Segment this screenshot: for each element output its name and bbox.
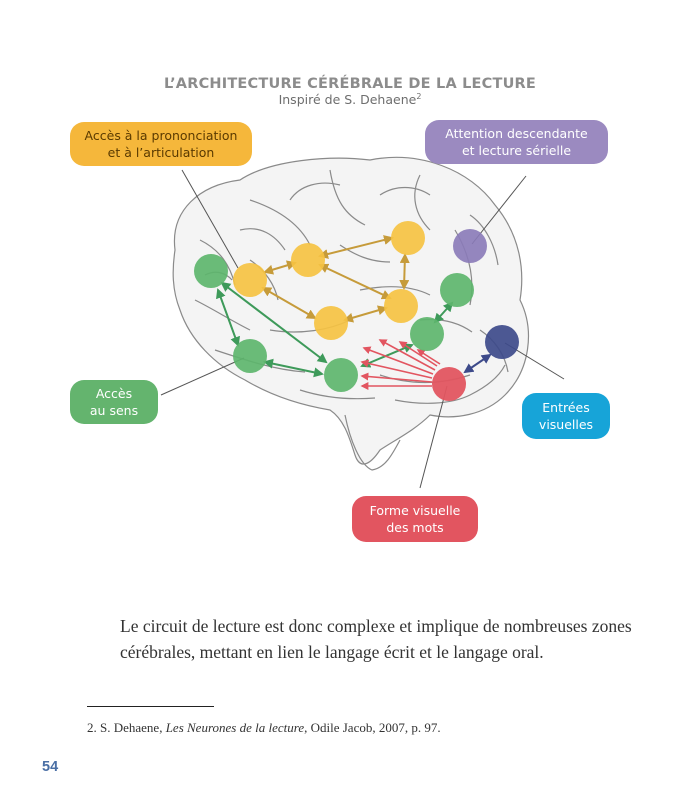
green-nodes [194, 254, 474, 392]
node-pronunciation-3 [391, 221, 425, 255]
label-meaning-line2: au sens [89, 403, 139, 418]
label-visual-input-line2: visuelles [538, 417, 594, 432]
blue-arrow [463, 353, 492, 374]
label-attention: Attention descendante et lecture sérielle [425, 120, 608, 164]
label-attention-line1: Attention descendante [445, 126, 588, 141]
label-pronunciation: Accès à la prononciation et à l’articulat… [70, 122, 252, 166]
label-attention-line2: et lecture sérielle [461, 143, 572, 158]
node-word-form [432, 367, 466, 401]
node-pronunciation-4 [384, 289, 418, 323]
figure-title: L’ARCHITECTURE CÉRÉBRALE DE LA LECTURE [163, 76, 537, 92]
node-visual-input [485, 325, 519, 359]
label-pronunciation-line2: et à l’articulation [107, 145, 215, 160]
node-pronunciation-5 [314, 306, 348, 340]
footnote-ref: 2 [416, 92, 422, 101]
label-meaning-line1: Accès [95, 386, 133, 401]
footnote-book-title: Les Neurones de la lecture [165, 720, 305, 735]
label-word-form-line2: des mots [386, 520, 444, 535]
yellow-nodes [233, 221, 425, 340]
figure-subtitle: Inspiré de S. Dehaene2 [0, 92, 700, 107]
label-visual-input-line1: Entrées [542, 400, 590, 415]
node-meaning-4 [410, 317, 444, 351]
footnote: 2. S. Dehaene, Les Neurones de la lectur… [87, 720, 441, 736]
label-word-form: Forme visuelle des mots [352, 496, 478, 542]
footnote-suffix: , Odile Jacob, 2007, p. 97. [304, 720, 441, 735]
page-number: 54 [42, 759, 59, 775]
footnote-prefix: 2. S. Dehaene, [87, 720, 166, 735]
node-meaning-5 [440, 273, 474, 307]
figure-subtitle-text: Inspiré de S. Dehaene [278, 92, 417, 108]
node-attention [453, 229, 487, 263]
node-meaning-3 [324, 358, 358, 392]
node-meaning-2 [233, 339, 267, 373]
label-meaning: Accès au sens [70, 380, 158, 424]
footnote-divider [87, 706, 214, 707]
node-pronunciation-1 [233, 263, 267, 297]
red-arrows [360, 339, 441, 390]
node-pronunciation-2 [291, 243, 325, 277]
node-meaning-1 [194, 254, 228, 288]
label-visual-input: Entrées visuelles [522, 393, 610, 439]
label-pronunciation-line1: Accès à la prononciation [84, 128, 238, 143]
label-word-form-line1: Forme visuelle [369, 503, 461, 518]
body-paragraph: Le circuit de lecture est donc complexe … [120, 616, 632, 662]
